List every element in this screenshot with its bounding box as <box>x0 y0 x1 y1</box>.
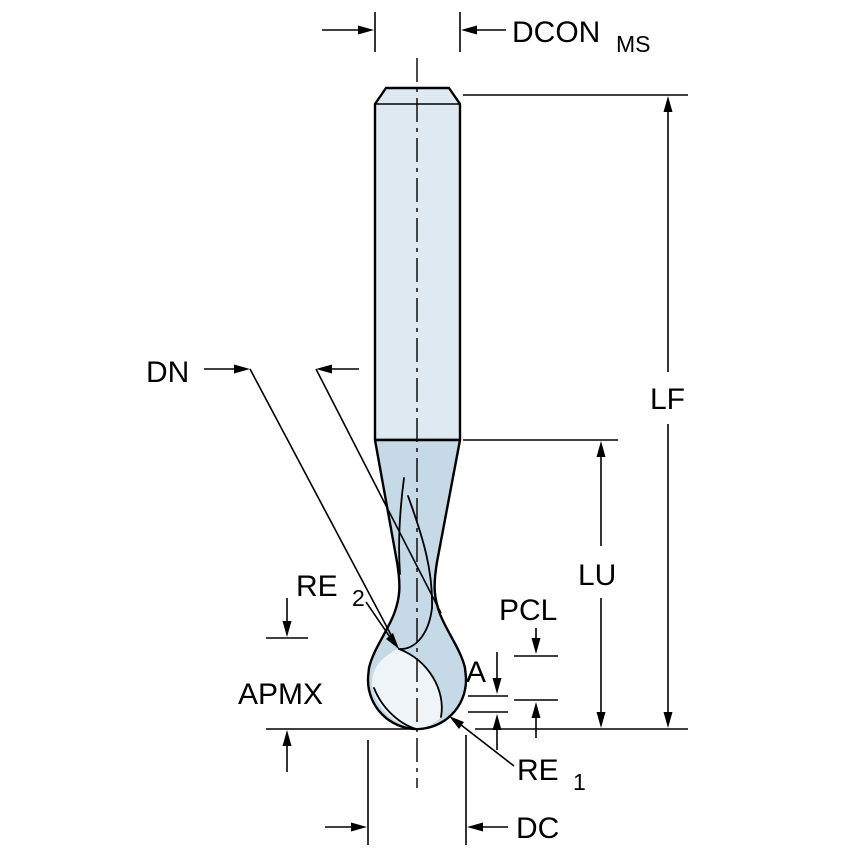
dimension-lf: LF <box>463 94 688 728</box>
a-bottom-arrowhead <box>492 714 502 730</box>
dimension-re2: RE 2 <box>296 570 399 649</box>
dn-projection-left <box>249 368 399 649</box>
pcl-top-arrowhead <box>531 638 541 654</box>
dimension-a: A <box>466 652 508 750</box>
dn-projection-right <box>315 368 442 614</box>
dc-left-arrowhead <box>351 822 367 832</box>
dcon-right-arrowhead <box>461 25 477 35</box>
dimension-lu: LU <box>463 439 618 728</box>
dimension-dc: DC <box>325 735 559 845</box>
pcl-bottom-arrowhead <box>531 702 541 718</box>
flute-edge-ball-lower <box>373 687 417 730</box>
label-re1-subscript: 1 <box>573 769 586 795</box>
re2-leader <box>365 601 393 641</box>
re1-leader <box>455 720 515 767</box>
dimension-pcl: PCL <box>499 594 558 738</box>
label-lu: LU <box>578 559 616 592</box>
label-lf: LF <box>650 383 685 416</box>
label-re1: RE <box>517 754 559 787</box>
label-dc: DC <box>516 812 559 845</box>
flute-face <box>372 649 442 728</box>
lf-bottom-arrowhead <box>663 712 673 728</box>
re2-arrowhead <box>386 633 399 649</box>
dc-right-arrowhead <box>467 822 483 832</box>
dimension-dcon: DCON MS <box>322 12 651 57</box>
dcon-left-arrowhead <box>358 25 374 35</box>
label-re2: RE <box>296 570 338 603</box>
dimension-apmx: APMX <box>238 598 323 772</box>
label-apmx: APMX <box>238 678 323 711</box>
label-pcl: PCL <box>499 594 557 627</box>
label-dcon: DCON <box>512 16 600 49</box>
lu-top-arrowhead <box>596 441 606 457</box>
label-dn: DN <box>146 356 189 389</box>
flute-edge-ball-main <box>398 648 443 718</box>
apmx-bottom-arrowhead <box>282 730 292 746</box>
re1-arrowhead <box>449 716 464 729</box>
lu-bottom-arrowhead <box>596 712 606 728</box>
flute-edge-neck-left <box>398 477 405 575</box>
a-top-arrowhead <box>492 678 502 694</box>
apmx-top-arrowhead <box>282 621 292 637</box>
tool-body <box>366 58 468 788</box>
lf-top-arrowhead <box>663 96 673 112</box>
label-re2-subscript: 2 <box>352 585 365 611</box>
label-a: A <box>466 656 486 689</box>
dimension-re1: RE 1 <box>449 716 586 795</box>
dn-right-arrowhead <box>316 364 332 374</box>
dn-left-arrowhead <box>234 364 250 374</box>
dimension-dn: DN <box>146 356 442 649</box>
label-dcon-subscript: MS <box>616 31 651 57</box>
flute-edge-curl <box>398 607 433 650</box>
